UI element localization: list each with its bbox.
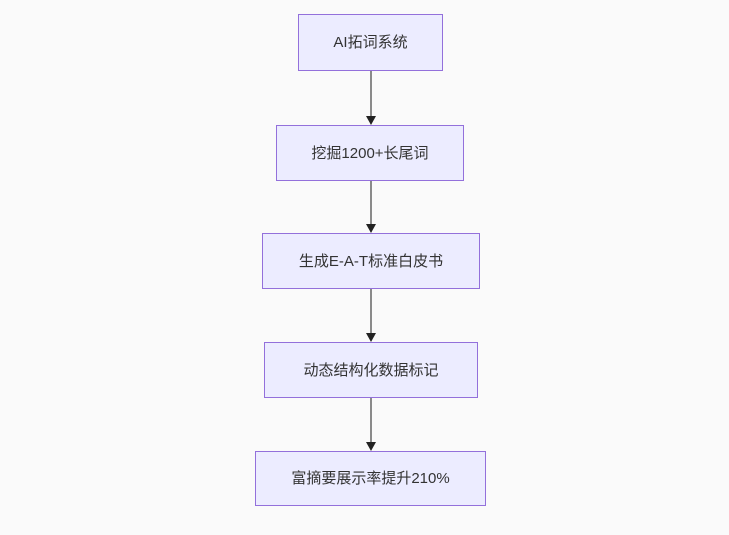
arrow-head-icon	[366, 116, 376, 125]
node-rich-snippet-uplift: 富摘要展示率提升210%	[255, 451, 486, 506]
arrow-head-icon	[366, 442, 376, 451]
arrow-head-icon	[366, 333, 376, 342]
flow-arrow-2	[365, 181, 377, 233]
node-label: 动态结构化数据标记	[303, 361, 439, 379]
arrow-line	[370, 181, 372, 224]
arrow-line	[370, 71, 372, 116]
arrow-head-icon	[366, 224, 376, 233]
node-label: 挖掘1200+长尾词	[311, 144, 429, 162]
node-longtail-mining: 挖掘1200+长尾词	[276, 125, 464, 181]
node-structured-data-markup: 动态结构化数据标记	[264, 342, 478, 398]
flow-arrow-1	[365, 71, 377, 125]
arrow-line	[370, 289, 372, 333]
node-eat-whitepaper: 生成E-A-T标准白皮书	[262, 233, 480, 289]
node-label: AI拓词系统	[333, 34, 408, 51]
node-label: 富摘要展示率提升210%	[291, 470, 450, 487]
flow-arrow-4	[365, 398, 377, 451]
node-label: 生成E-A-T标准白皮书	[298, 252, 444, 270]
node-ai-keyword-system: AI拓词系统	[298, 14, 443, 71]
arrow-line	[370, 398, 372, 442]
flow-arrow-3	[365, 289, 377, 342]
